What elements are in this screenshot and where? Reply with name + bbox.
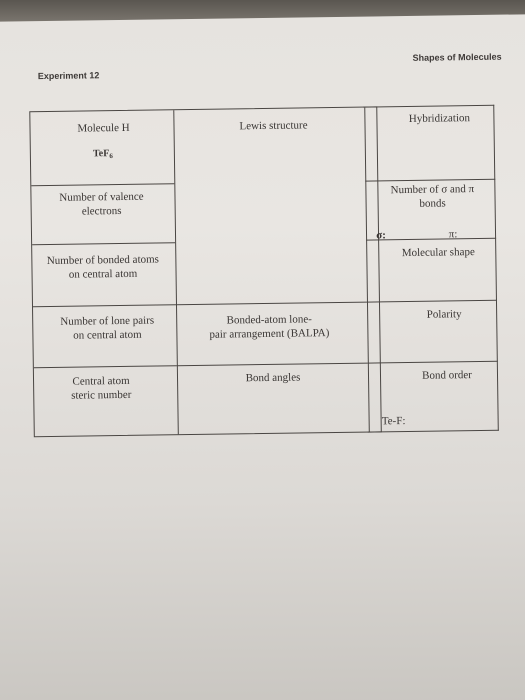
valence-electrons-label-line2: electrons: [81, 204, 122, 218]
steric-number-label-line1: Central atom: [72, 374, 130, 388]
row-divider-left-4: [33, 365, 177, 369]
row-divider-mid-2: [176, 362, 368, 367]
lewis-structure-label: Lewis structure: [239, 119, 308, 133]
formula-base: TeF: [92, 148, 110, 160]
worksheet-page: Experiment 12 Shapes of Molecules Molecu…: [0, 14, 525, 700]
hybridization-label: Hybridization: [408, 112, 471, 125]
bond-order-label: Bond order: [422, 369, 472, 382]
balpa-label-line2: pair arrangement (BALPA): [209, 327, 330, 341]
row-divider-mid-1: [175, 301, 367, 306]
row-divider-left-2: [32, 242, 176, 246]
sigma-pi-bonds-label-line2: bonds: [419, 197, 446, 210]
sigma-label: σ:: [376, 229, 386, 242]
molecule-formula: TeF6: [88, 147, 118, 163]
steric-number-label-line2: steric number: [71, 388, 132, 402]
polarity-label: Polarity: [426, 308, 462, 321]
pi-label: π:: [448, 228, 458, 241]
formula-subscript: 6: [109, 152, 113, 161]
experiment-label: Experiment 12: [37, 70, 100, 82]
row-divider-left-1: [31, 183, 175, 187]
column-divider-1: [173, 110, 179, 435]
molecule-h-label: Molecule H: [77, 121, 130, 135]
right-column-border: [363, 104, 499, 433]
molecular-shape-label: Molecular shape: [401, 246, 475, 260]
te-f-label: Te-F:: [381, 415, 406, 428]
valence-electrons-label-line1: Number of valence: [59, 190, 144, 204]
row-divider-left-3: [33, 304, 177, 308]
lone-pairs-label-line2: on central atom: [73, 328, 142, 342]
bond-angles-label: Bond angles: [245, 371, 301, 385]
worksheet-title: Shapes of Molecules: [412, 51, 502, 63]
bonded-atoms-label-line2: on central atom: [68, 267, 138, 281]
